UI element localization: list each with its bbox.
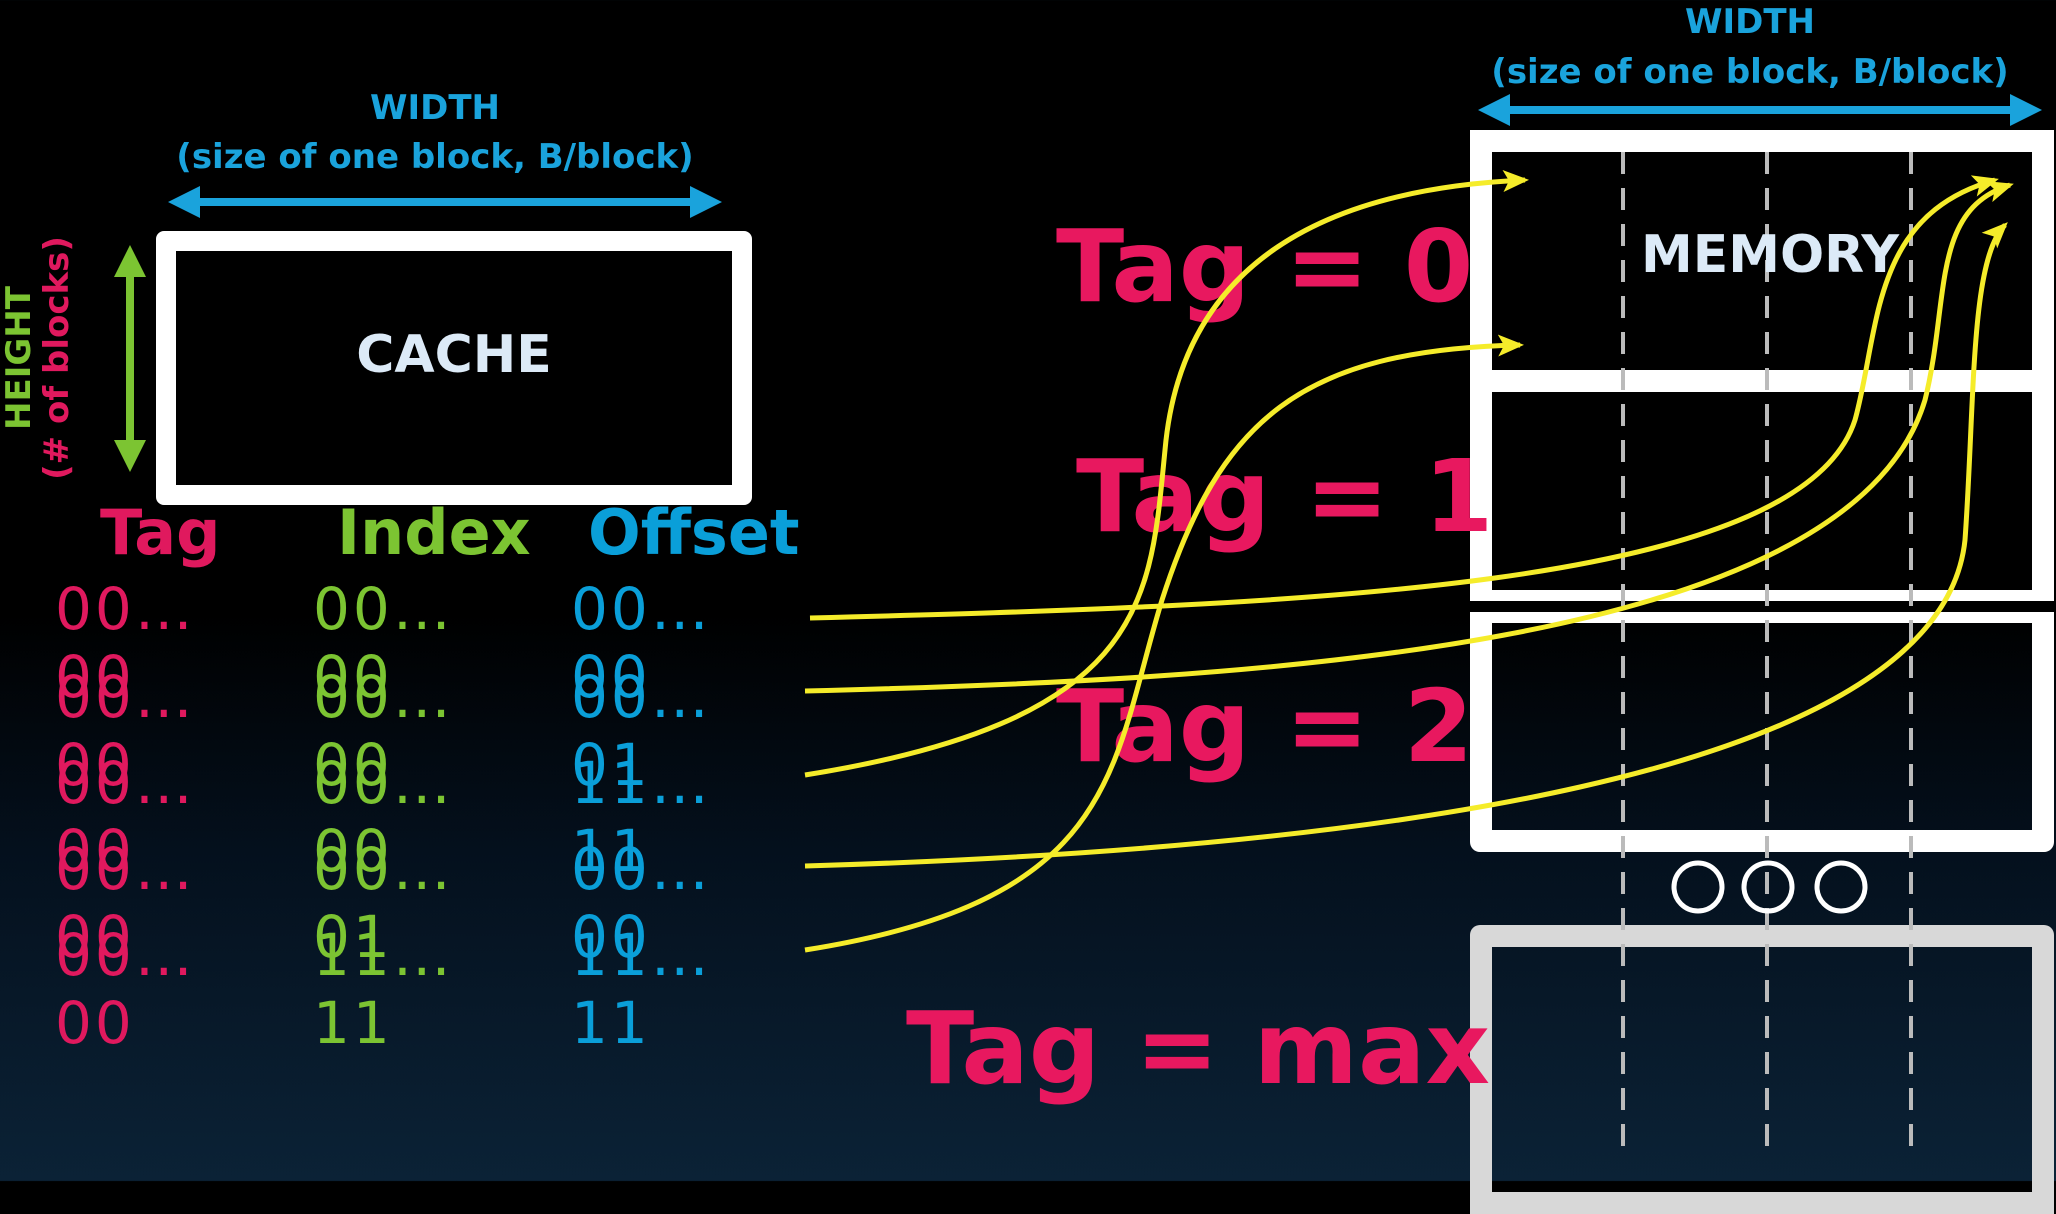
cache-box [156,231,752,505]
row-index: 00…00 [313,663,454,799]
memory-column-dividers [1621,152,1913,1160]
memory-block-2 [1470,612,2054,852]
row-index: 11…11 [313,921,454,1057]
memory-block-0 [1470,130,2054,381]
mapping-arrow-row-3 [804,222,2008,869]
row-tag: 00…00 [55,921,196,1057]
diagram-overlay [114,94,2042,1160]
row-tag: 00…00 [55,575,196,711]
mapping-arrow-row-1 [804,181,2014,694]
row-tag: 00…00 [55,835,196,971]
offset-header: Offset [588,496,800,569]
row-tag: 00…00 [55,749,196,885]
row-offset: 00…01 [571,663,712,799]
memory-ellipsis [1671,860,1868,914]
row-offset: 11…11 [571,921,712,1057]
row-index: 00…01 [313,835,454,971]
cache-width-title: WIDTH [369,88,501,128]
row-offset: 00…00 [571,575,712,711]
cache-label: CACHE [356,325,552,385]
index-header: Index [337,496,531,569]
tag-0-label: Tag = 0 [1056,208,1474,325]
memory-width-subtitle: (size of one block, B/block) [1491,52,2009,92]
mapping-arrow-row-2 [804,169,1529,778]
memory-label: MEMORY [1640,225,1900,285]
cache-width-subtitle: (size of one block, B/block) [176,137,694,177]
row-offset: 11…11 [571,749,712,885]
mapping-arrows [804,169,2014,953]
mapping-arrow-row-0 [809,175,1999,621]
memory-block-1 [1470,381,2054,601]
tag-max-label: Tag = max [906,990,1490,1107]
tag-1-label: Tag = 1 [1076,438,1494,555]
row-index: 00…00 [313,575,454,711]
cache-width-arrow [168,186,722,218]
cache-height-arrow [114,245,146,472]
tag-header: Tag [100,496,221,569]
row-offset: 00…00 [571,835,712,971]
memory-width-arrow [1478,94,2042,126]
row-tag: 00…00 [55,663,196,799]
memory-width-title: WIDTH [1684,2,1816,42]
mapping-arrow-row-4 [804,334,1524,953]
row-index: 00…00 [313,749,454,885]
